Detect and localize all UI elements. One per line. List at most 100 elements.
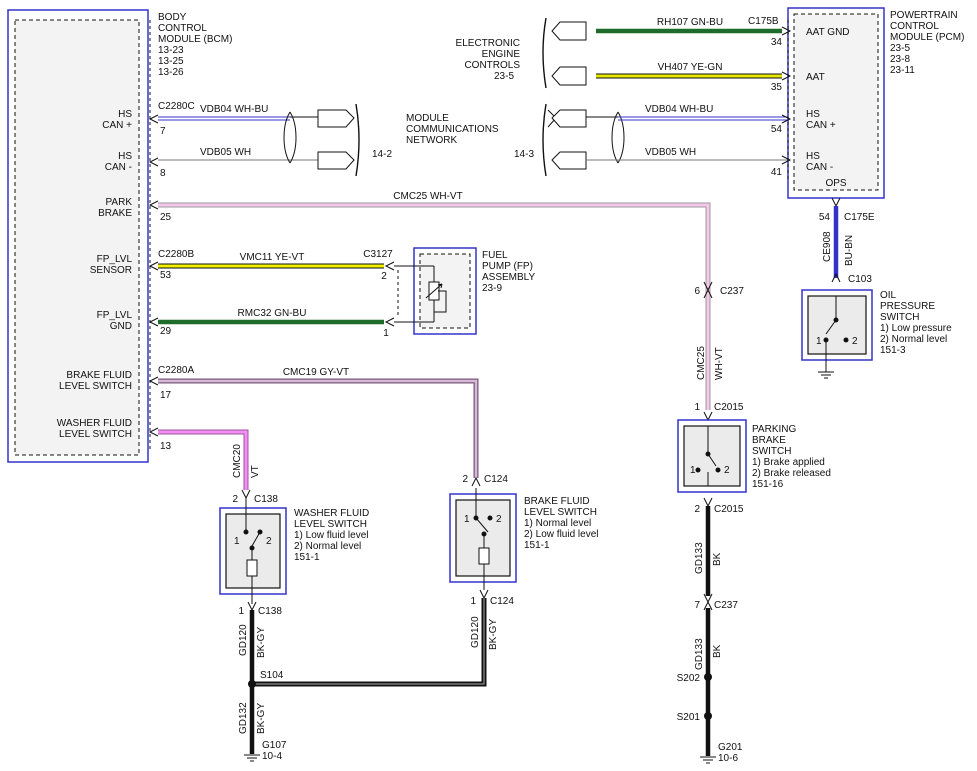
parking-brake-pin-2: 2 bbox=[724, 465, 730, 476]
fuel-pump-title-2: PUMP (FP) bbox=[482, 261, 533, 272]
pcm-ref-3: 23-11 bbox=[890, 65, 915, 76]
bcm-pin-brake-fluid-2: LEVEL SWITCH bbox=[59, 381, 132, 392]
bcm-module[interactable] bbox=[7, 9, 149, 463]
bcm-pin-washer-fluid-1: WASHER FLUID bbox=[57, 418, 132, 429]
oil-pressure-switch[interactable] bbox=[801, 289, 873, 361]
splice-s201-icon bbox=[704, 712, 712, 720]
splice-s202-label: S202 bbox=[677, 673, 701, 684]
wire-cmc19[interactable] bbox=[158, 378, 479, 478]
bcm-title-1: BODY bbox=[158, 12, 187, 23]
oil-switch-pin-1: 1 bbox=[816, 336, 822, 347]
pcm-pin-number-34: 34 bbox=[771, 37, 783, 48]
mcn-title-1: MODULE bbox=[406, 113, 449, 124]
pcm-ops-pin: 54 bbox=[819, 212, 831, 223]
bcm-pin-number-7: 7 bbox=[160, 126, 166, 137]
pcm-ref-2: 23-8 bbox=[890, 54, 910, 65]
pcm-pin-ops: OPS bbox=[825, 178, 846, 189]
bcm-pin-number-53: 53 bbox=[160, 270, 172, 281]
vh407-label: VH407 YE-GN bbox=[658, 62, 723, 73]
c103-arrow-icon bbox=[831, 272, 841, 283]
cmc25-label: CMC25 WH-VT bbox=[393, 191, 462, 202]
pcm-pin-hs-can-plus-2: CAN + bbox=[806, 120, 836, 131]
vdb05-left-label: VDB05 WH bbox=[200, 147, 251, 158]
washer-pin-top: 2 bbox=[232, 494, 238, 505]
c138-top-arrow-icon bbox=[241, 489, 251, 500]
ground-g107-label: G107 bbox=[262, 740, 287, 751]
washer-pin-1: 1 bbox=[234, 536, 240, 547]
gd133-b-color-label: BK bbox=[712, 644, 723, 658]
brake-fluid-level-switch[interactable] bbox=[449, 493, 517, 583]
oil-switch-title-3: SWITCH bbox=[880, 312, 919, 323]
vdb04-left-label: VDB04 WH-BU bbox=[200, 104, 268, 115]
can-wire-vdb04-left[interactable] bbox=[158, 116, 318, 121]
parking-brake-title-3: SWITCH bbox=[752, 446, 791, 457]
parking-brake-switch[interactable] bbox=[677, 419, 747, 493]
bcm-pin-hs-can-plus-1: HS bbox=[118, 109, 132, 120]
c237-lower-arrow-icon bbox=[703, 288, 713, 299]
bcm-connector-c2280b: C2280B bbox=[158, 249, 194, 260]
pcm-module[interactable] bbox=[787, 7, 885, 199]
pcm-pin-arrows bbox=[781, 26, 792, 165]
bcm-pin-fp-lvl-gnd-2: GND bbox=[110, 321, 132, 332]
mcn-ref-left: 14-2 bbox=[372, 149, 392, 160]
washer-note-1: 1) Low fluid level bbox=[294, 530, 368, 541]
gd120-b-color-label: BK-GY bbox=[488, 619, 499, 650]
bcm-pin-number-17: 17 bbox=[160, 390, 172, 401]
c237-connector-upper: C237 bbox=[720, 286, 744, 297]
twisted-pair-left-icon bbox=[283, 111, 297, 164]
gd133-a-color-label: BK bbox=[712, 552, 723, 566]
c237-pin-7: 7 bbox=[694, 600, 700, 611]
can-wire-vdb04-right[interactable] bbox=[586, 116, 790, 121]
wire-gd120-brake[interactable] bbox=[254, 598, 487, 687]
rmc32-label: RMC32 GN-BU bbox=[238, 308, 307, 319]
bcm-pin-number-8: 8 bbox=[160, 168, 166, 179]
oil-switch-connector: C103 bbox=[848, 274, 872, 285]
gd120-b-circuit-label: GD120 bbox=[470, 616, 481, 648]
bcm-ref-1: 13-23 bbox=[158, 45, 184, 56]
pcm-title-3: MODULE (PCM) bbox=[890, 32, 964, 43]
brake-fluid-note-2: 2) Low fluid level bbox=[524, 529, 598, 540]
brake-fluid-title-2: LEVEL SWITCH bbox=[524, 507, 597, 518]
eec-connector-icon bbox=[542, 17, 587, 89]
ground-g107-icon bbox=[244, 754, 260, 762]
washer-connector-top: C138 bbox=[254, 494, 278, 505]
brake-fluid-pin-bottom: 1 bbox=[470, 596, 476, 607]
c124-top-arrow-icon bbox=[471, 476, 481, 487]
washer-fluid-level-switch[interactable] bbox=[219, 507, 287, 595]
wire-cmc20[interactable] bbox=[158, 429, 249, 490]
cmc25-v-color-label: WH-VT bbox=[714, 347, 725, 380]
bcm-pin-park-brake-2: BRAKE bbox=[98, 208, 132, 219]
cmc20-color-label: VT bbox=[250, 465, 261, 478]
pcm-title-2: CONTROL bbox=[890, 21, 939, 32]
mcn-ref-right: 14-3 bbox=[514, 149, 534, 160]
parking-brake-note-2: 2) Brake released bbox=[752, 468, 831, 479]
bcm-pin-arrows bbox=[148, 114, 159, 437]
washer-connector-bottom: C138 bbox=[258, 606, 282, 617]
bcm-ref-2: 13-25 bbox=[158, 56, 184, 67]
pcm-ops-connector: C175E bbox=[844, 212, 875, 223]
brake-fluid-pin-top: 2 bbox=[462, 474, 468, 485]
bcm-title-3: MODULE (BCM) bbox=[158, 34, 232, 45]
mcn-left-connector-icon bbox=[317, 103, 360, 177]
oil-switch-note-2: 2) Normal level bbox=[880, 334, 947, 345]
ground-g201-icon bbox=[700, 756, 716, 764]
pcm-pin-aat: AAT bbox=[806, 72, 825, 83]
oil-switch-contacts-icon bbox=[818, 296, 849, 379]
washer-title-1: WASHER FLUID bbox=[294, 508, 369, 519]
c237-connector-lower: C237 bbox=[714, 600, 738, 611]
gd133-b-circuit-label: GD133 bbox=[694, 638, 705, 670]
pcm-pin-number-41: 41 bbox=[771, 167, 783, 178]
bcm-pin-hs-can-plus-2: CAN + bbox=[102, 120, 132, 131]
washer-contacts-icon bbox=[243, 498, 263, 604]
mcn-right-connector-icon bbox=[542, 103, 587, 177]
eec-title-2: ENGINE bbox=[482, 49, 521, 60]
parking-brake-pin-top: 1 bbox=[694, 402, 700, 413]
pcm-pin-number-54: 54 bbox=[771, 124, 783, 135]
bcm-pin-washer-fluid-2: LEVEL SWITCH bbox=[59, 429, 132, 440]
wire-cmc25[interactable] bbox=[158, 202, 711, 410]
pcm-ops-arrow-icon bbox=[831, 197, 841, 208]
bcm-pin-number-29: 29 bbox=[160, 326, 172, 337]
oil-switch-title-2: PRESSURE bbox=[880, 301, 935, 312]
twisted-pair-right-icon bbox=[611, 111, 625, 164]
splice-s202-icon bbox=[704, 673, 712, 681]
